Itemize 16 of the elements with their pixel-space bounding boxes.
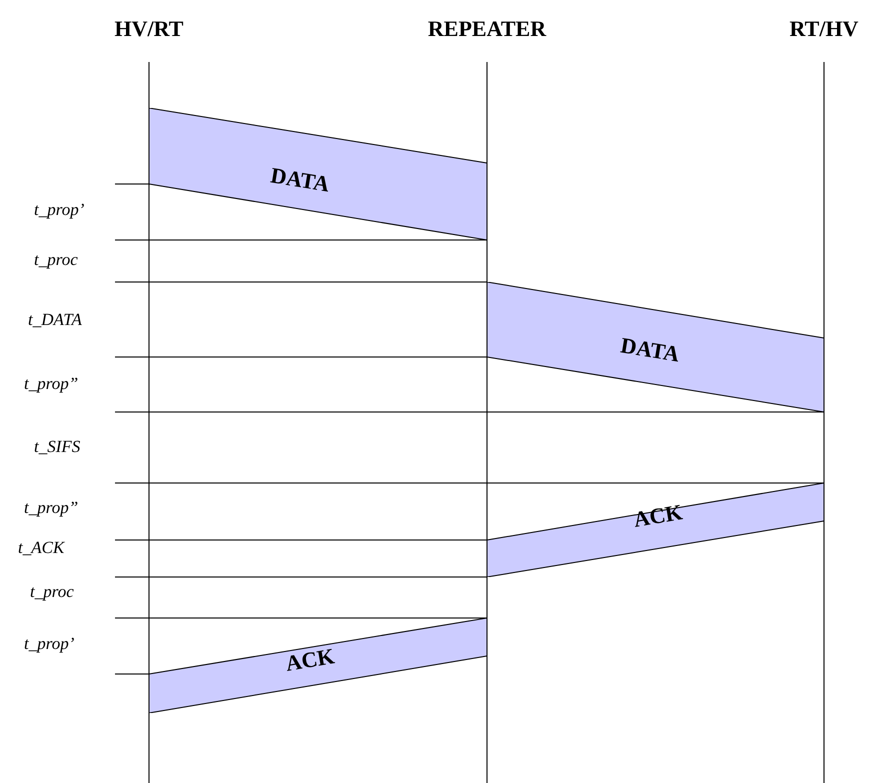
interval-label: t_prop’ bbox=[24, 634, 74, 654]
interval-label: t_prop” bbox=[24, 498, 78, 518]
interval-label: t_proc bbox=[30, 582, 74, 602]
interval-label: t_prop’ bbox=[34, 200, 84, 220]
lifeline-heading: REPEATER bbox=[428, 16, 546, 42]
interval-label: t_prop” bbox=[24, 374, 78, 394]
interval-label: t_DATA bbox=[28, 310, 82, 330]
message-label: DATA bbox=[268, 162, 332, 198]
message-label: ACK bbox=[632, 499, 684, 533]
interval-label: t_proc bbox=[34, 250, 78, 270]
interval-label: t_SIFS bbox=[34, 437, 80, 457]
lifeline-heading: RT/HV bbox=[790, 16, 858, 42]
interval-label: t_ACK bbox=[18, 538, 64, 558]
message-label: ACK bbox=[284, 643, 336, 677]
lifeline-heading: HV/RT bbox=[114, 16, 184, 42]
message-label: DATA bbox=[618, 332, 682, 368]
